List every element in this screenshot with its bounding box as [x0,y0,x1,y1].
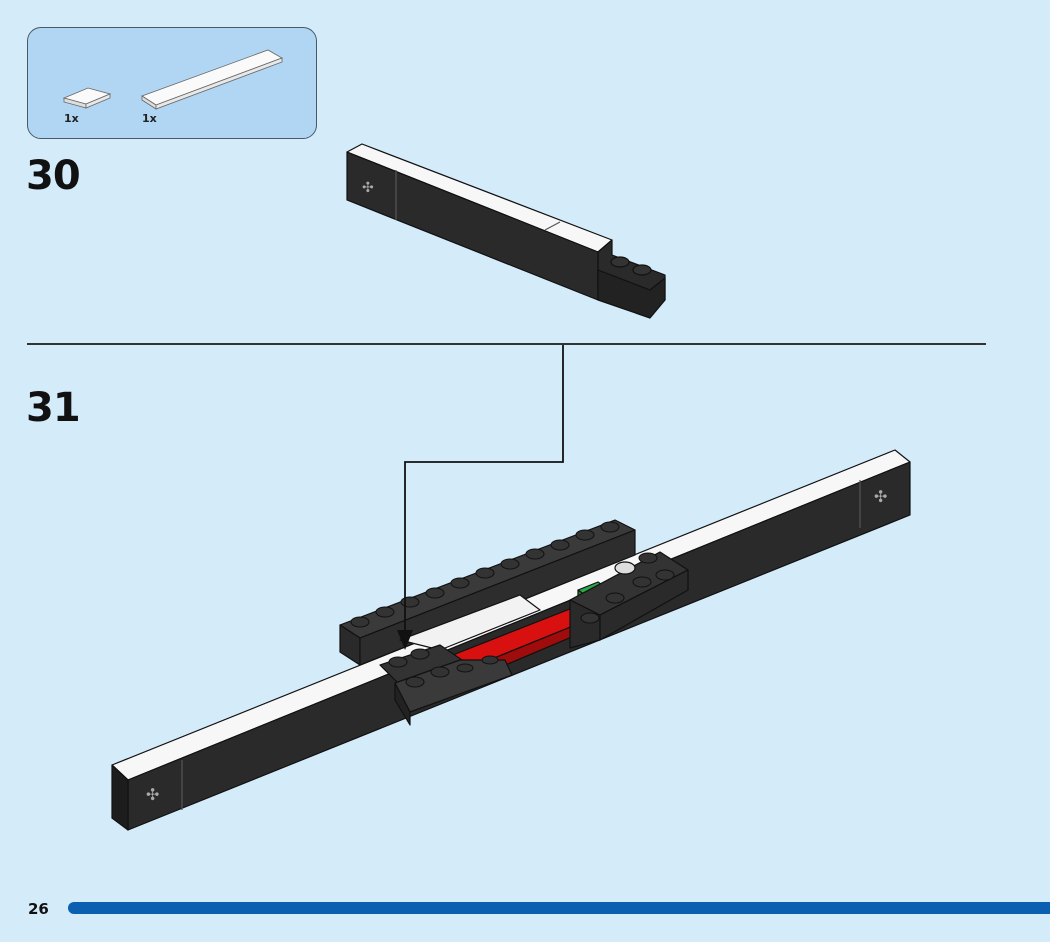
step30-model: ✣ [346,143,666,319]
part-tile-long [141,49,283,110]
part-quantity: 1x [64,112,79,125]
parts-callout: 1x 1x [27,27,317,139]
studs [350,521,675,688]
part-tile-small [62,87,112,109]
parts-illustration [62,49,283,110]
assembly-arrow [397,345,564,650]
part-quantity: 1x [142,112,157,125]
brick-logo-icon: ✣ [874,487,887,506]
arrow-down-icon [397,630,413,650]
brick-logo-icon: ✣ [362,180,374,196]
step-number: 30 [26,153,81,199]
brick-logo-icon: ✣ [146,785,159,804]
page-number: 26 [28,900,49,918]
progress-bar [68,902,1050,914]
step-number: 31 [26,385,81,431]
step-divider [27,343,986,345]
step31-model: ✣ ✣ [111,449,911,831]
